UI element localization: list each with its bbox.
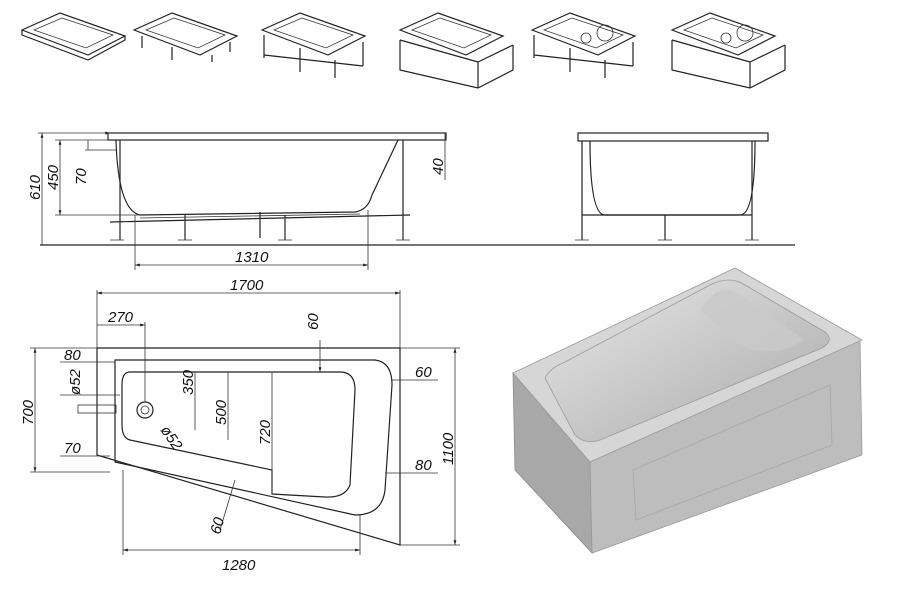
thumb-hydro-frame <box>530 12 637 78</box>
dim-1100: 1100 <box>440 432 457 465</box>
bathtub-3d-render <box>512 267 863 555</box>
dim-70-plan: 70 <box>64 440 81 457</box>
dim-610: 610 <box>27 174 44 200</box>
dim-80-right: 80 <box>415 457 432 474</box>
drain-icon <box>136 401 154 419</box>
thumb-bath-legs <box>132 12 239 62</box>
dim-60-diagonal: 60 <box>207 515 228 536</box>
dim-40: 40 <box>430 158 447 175</box>
dim-60-top: 60 <box>305 313 322 330</box>
dim-700: 700 <box>20 399 37 425</box>
drain-pipe <box>77 404 117 414</box>
dim-60-right: 60 <box>415 364 432 381</box>
dim-80-left: 80 <box>64 347 81 364</box>
dim-720: 720 <box>257 419 274 445</box>
thumb-bath-panel <box>398 12 514 89</box>
dim-500: 500 <box>213 399 230 425</box>
plan-view: 1700 270 60 80 ø52 350 500 720 ø52 700 7… <box>20 277 460 574</box>
dim-1280: 1280 <box>222 557 256 574</box>
thumb-bath-frame <box>260 12 367 78</box>
dim-1310: 1310 <box>235 249 269 266</box>
dim-270: 270 <box>107 309 134 326</box>
dim-1700: 1700 <box>230 277 264 294</box>
dim-pipe-52: ø52 <box>67 368 84 395</box>
dim-70: 70 <box>73 168 90 185</box>
dim-350: 350 <box>180 369 197 395</box>
side-elevation: 610 450 70 40 1310 <box>27 133 795 270</box>
thumb-hydro-panel <box>670 12 786 89</box>
dim-450: 450 <box>45 164 62 190</box>
variant-thumbnails <box>20 12 786 89</box>
thumb-bath-only <box>20 12 127 61</box>
dim-drain-52: ø52 <box>157 423 186 454</box>
end-elevation <box>575 132 769 241</box>
